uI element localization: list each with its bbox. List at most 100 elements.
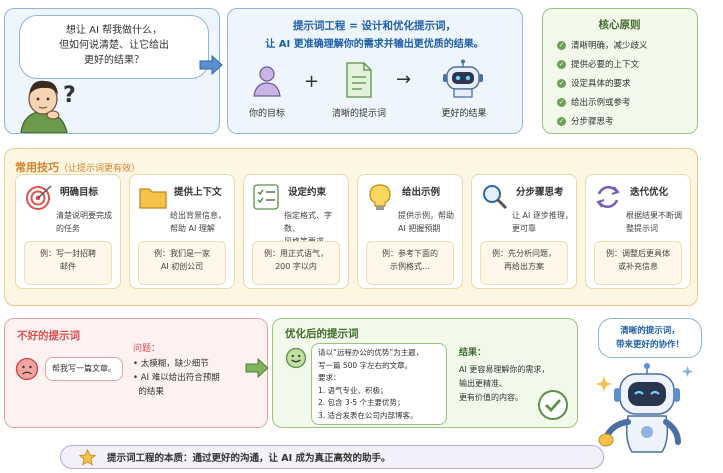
technique-desc: 指定格式、字数、 <box>284 211 332 233</box>
flow-label-prompt: 清晰的提示词 <box>331 109 386 119</box>
technique-example: 例：用正式语气， 200 字以内 <box>252 241 340 285</box>
example-line: 再给出方案 <box>504 262 544 271</box>
technique-title: 给出示例 <box>402 187 441 198</box>
principle-text: 设定具体的要求 <box>571 79 631 89</box>
bad-prompt-bubble: 帮我写一篇文章。 <box>45 357 123 381</box>
principle-text: 分步骤思考 <box>571 117 614 127</box>
good-prompt-panel: 优化后的提示词 请以“远程办公的优势”为主题， 写一篇 500 字左右的文章。 … <box>272 318 578 428</box>
principle-item: ✓提供必要的上下文 <box>557 58 639 70</box>
technique-desc: 帮助 AI 理解 <box>170 224 215 233</box>
check-icon: ✓ <box>557 60 566 69</box>
technique-desc: 整提示词 <box>626 224 658 233</box>
technique-title: 迭代优化 <box>630 187 669 198</box>
good-prompt-title: 优化后的提示词 <box>285 328 359 340</box>
footer-banner: 提示词工程的本质：通过更好的沟通，让 AI 成为真正高效的助手。 <box>60 445 604 469</box>
problem-item: • AI 难以给出符合预期 <box>133 373 220 383</box>
definition-panel: 提示词工程 = 设计和优化提示词， 让 AI 更准确理解你的需求并输出更优质的结… <box>227 8 523 134</box>
flow-label-result: 更好的结果 <box>441 109 487 119</box>
technique-desc: 给出背景信息， <box>170 211 226 220</box>
example-line: 例：写一封招聘 <box>40 249 96 258</box>
principles-panel: 核心原则 ✓清晰明确，减少歧义 ✓提供必要的上下文 ✓设定具体的要求 ✓给出示例… <box>542 8 698 134</box>
robot-speech-bubble: 清晰的提示词， 带来更好的协作！ <box>598 318 702 358</box>
robot-bubble-line: 带来更好的协作！ <box>615 340 684 350</box>
footer-text: 提示词工程的本质：通过更好的沟通，让 AI 成为真正高效的助手。 <box>107 453 391 464</box>
example-line: 或补充信息 <box>618 262 658 271</box>
question-mark-icon: ? <box>63 83 76 108</box>
prompt-line: 请以“远程办公的优势”为主题， <box>318 348 424 357</box>
example-line: 例：我们是一家 <box>154 249 210 258</box>
example-line: 例：先分析问题， <box>492 249 556 258</box>
person-icon <box>253 66 281 97</box>
technique-desc: 根据结果不断调 <box>626 211 682 220</box>
happy-face-icon <box>285 347 307 369</box>
check-icon: ✓ <box>557 41 566 50</box>
robot-mascot-illustration <box>596 363 693 453</box>
definition-line-2: 让 AI 更准确理解你的需求并输出更优质的结果。 <box>265 39 484 50</box>
technique-card: 迭代优化 根据结果不断调整提示词 例：调整后更具体或补充信息 <box>585 174 691 289</box>
star-icon <box>79 449 96 466</box>
result-line: AI 更容易理解你的需求， <box>459 365 550 374</box>
lightbulb-icon <box>369 184 391 210</box>
technique-desc: 提供示例，帮助 <box>398 211 454 220</box>
principles-title: 核心原则 <box>598 19 641 31</box>
robot-bubble-line: 清晰的提示词， <box>620 326 680 336</box>
techniques-title-text: 常用技巧 <box>15 161 59 174</box>
problem-list: • 太模糊，缺少细节 • AI 难以给出符合预期 的结果 <box>133 357 263 399</box>
document-icon <box>346 62 372 98</box>
problem-item: 的结果 <box>133 387 164 397</box>
question-line: 但如何说清楚、让它给出 <box>59 40 169 51</box>
folder-icon <box>139 188 167 209</box>
technique-title: 分步骤思考 <box>516 187 564 198</box>
principle-item: ✓ 设定具体的要求 <box>557 77 631 89</box>
prompt-line: 3. 适合发表在公司内部博客。 <box>318 410 418 420</box>
techniques-panel: 常用技巧（让提示词更有效） 明确目标 清楚说明要完成的任务 例：写一封招聘邮件 … <box>4 148 698 306</box>
technique-desc: 让 AI 逐步推理， <box>512 211 573 220</box>
prompt-line: 2. 包含 3-5 个主要优势； <box>318 398 405 407</box>
technique-example: 例：先分析问题， 再给出方案 <box>480 241 568 285</box>
technique-desc: 更可靠 <box>512 224 536 233</box>
question-line: 更好的结果？ <box>84 55 144 66</box>
technique-title: 明确目标 <box>60 187 99 198</box>
question-panel: 想让 AI 帮我做什么， 但如何说清楚、让它给出 更好的结果？ ? <box>4 8 220 134</box>
bad-prompt-panel: 不好的提示词 帮我写一篇文章。 问题： • 太模糊，缺少细节 • AI 难以给出… <box>4 318 268 428</box>
prompt-line: 要求： <box>318 373 341 382</box>
target-icon <box>26 185 52 210</box>
result-line: 更有价值的内容。 <box>459 393 523 402</box>
good-prompt-box: 请以“远程办公的优势”为主题， 写一篇 500 字左右的文章。 要求： 1. 语… <box>311 343 447 425</box>
technique-desc: 清楚说明要完成 <box>56 211 112 220</box>
example-line: 示例格式… <box>390 262 430 271</box>
technique-title: 设定约束 <box>288 187 327 198</box>
principle-text: 给出示例或参考 <box>571 98 631 108</box>
example-line: AI 初创公司 <box>160 262 204 271</box>
definition-line-1: 提示词工程 = 设计和优化提示词， <box>292 20 457 32</box>
result-line: 输出更精准、 <box>459 379 507 388</box>
example-line: 200 字以内 <box>275 262 317 271</box>
principle-item: ✓ 分步骤思考 <box>557 115 614 127</box>
arrow-right-icon <box>199 54 223 76</box>
checklist-icon <box>253 184 279 210</box>
example-line: 例：用正式语气， <box>264 249 328 258</box>
techniques-subtitle: （让提示词更有效） <box>59 164 141 174</box>
plus-sign: + <box>304 71 320 92</box>
question-line: 想让 AI 帮我做什么， <box>65 25 163 36</box>
technique-example: 例：调整后更具体或补充信息 <box>594 241 682 285</box>
example-line: 例：参考下面的 <box>382 249 438 258</box>
refresh-icon <box>596 185 620 209</box>
question-text: 想让 AI 帮我做什么， 但如何说清楚、让它给出 更好的结果？ <box>23 23 205 68</box>
robot-icon <box>443 59 483 98</box>
example-line: 邮件 <box>60 262 76 271</box>
flow-label-goal: 你的目标 <box>248 109 285 119</box>
thinking-person-illustration <box>20 80 68 133</box>
technique-card: 设定约束 指定格式、字数、风格等要求 例：用正式语气，200 字以内 <box>243 174 349 289</box>
technique-card: 明确目标 清楚说明要完成的任务 例：写一封招聘邮件 <box>15 174 121 289</box>
check-icon: ✓ <box>557 79 566 88</box>
technique-desc: 的任务 <box>56 224 80 233</box>
technique-example: 例：我们是一家 AI 初创公司 <box>138 241 226 285</box>
check-icon: ✓ <box>557 117 566 126</box>
technique-title: 提供上下文 <box>174 187 222 198</box>
magnifier-icon <box>483 185 508 210</box>
result-text: AI 更容易理解你的需求， 输出更精准、 更有价值的内容。 <box>459 363 575 405</box>
arrow-right-icon <box>245 357 269 379</box>
technique-example: 例：参考下面的示例格式… <box>366 241 454 285</box>
